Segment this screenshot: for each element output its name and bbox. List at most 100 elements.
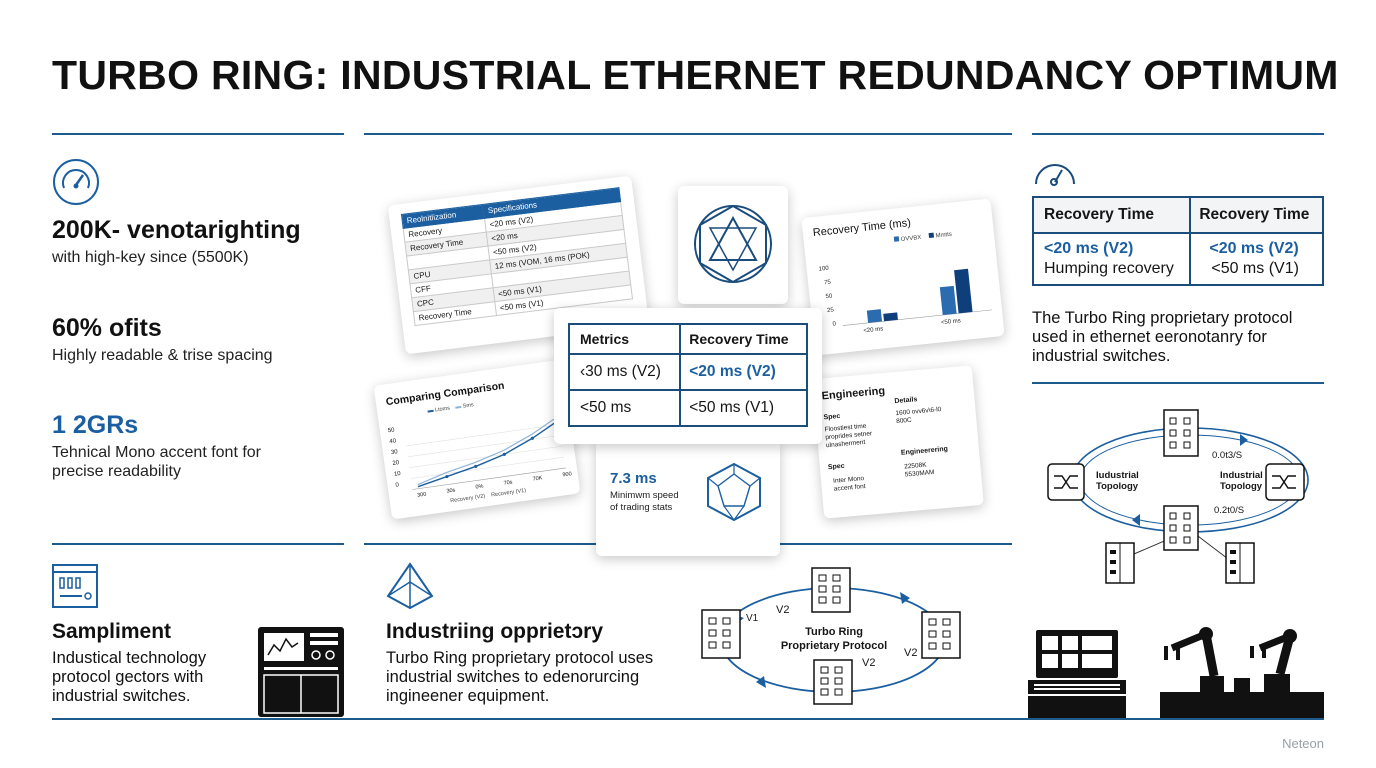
x-tick: <50 ms <box>940 318 962 327</box>
y-tick: 75 <box>823 279 832 287</box>
y-tick: 50 <box>825 293 833 301</box>
x-tick: 70s <box>503 479 513 487</box>
eng-subhead: Engineerering <box>900 445 949 457</box>
stat-headline: 60% ofits <box>52 314 162 342</box>
stat-subtext: Highly readable & trise spacing <box>52 347 273 364</box>
x-tick: 900 <box>562 471 573 479</box>
protocol-description: The Turbo Ring proprietary protocol used… <box>1032 309 1292 366</box>
bar-<20 ms-Mmtts <box>883 312 898 322</box>
metrics-header: Metrics <box>567 323 682 355</box>
switch-icon <box>811 567 851 613</box>
ring-label: V2 <box>862 657 876 669</box>
y-tick: 0 <box>395 482 400 489</box>
stat-label: Minimwm speed <box>610 490 679 501</box>
legend-label: Sms <box>462 402 475 410</box>
y-tick: 10 <box>393 470 402 478</box>
robotic-arms-icon <box>1160 627 1324 718</box>
y-tick: 25 <box>826 307 835 315</box>
topology-label: Industrial <box>1220 470 1263 481</box>
ring-label: V1 <box>746 613 759 624</box>
topology-label: Iudustrial <box>1096 470 1139 481</box>
section-line: ingineener equipment. <box>386 687 550 705</box>
spec-label: Spec <box>823 412 841 422</box>
polyhedron-icon <box>707 462 761 522</box>
x-tick: 300 <box>416 491 427 499</box>
section-line: Industical technology <box>52 649 207 667</box>
engineering-title: Engineering <box>821 384 886 403</box>
speed-label: 0.2t0/S <box>1214 505 1245 516</box>
stat-headline: 1 2GRs <box>52 411 139 439</box>
x-tick: <20 ms <box>863 326 884 335</box>
y-tick: 0 <box>832 321 837 328</box>
line-chart-title: Comparing Comparison <box>385 379 506 409</box>
prism-icon <box>386 562 434 610</box>
ring-center-label: Proprietary Protocol <box>780 640 888 652</box>
topology-label: Topology <box>1096 481 1139 492</box>
server-icon <box>1225 542 1255 584</box>
metrics-cell: ‹30 ms (V2) <box>567 353 682 391</box>
stat-subtext: with high-key since (5500K) <box>52 249 249 266</box>
recovery-table: Recovery Time Recovery Time <20 ms (V2) … <box>1031 196 1324 286</box>
section-title: Industriing opprietɔry <box>386 620 604 643</box>
control-cabinet-icon <box>258 627 344 717</box>
switch-icon <box>1163 409 1199 457</box>
speedometer-icon <box>53 159 99 205</box>
hexagon-icon <box>694 204 772 284</box>
spec-label: Spec <box>827 462 845 472</box>
dashboard-icon <box>52 564 98 608</box>
ring-center-label: Turbo Ring <box>805 626 863 638</box>
bar-<50 ms-Mmtts <box>954 268 973 314</box>
switch-icon <box>1163 505 1199 551</box>
ring-label: V2 <box>776 604 790 616</box>
section-line: industrial switches to edenorurcing <box>386 668 640 686</box>
metrics-cell: <20 ms (V2) <box>679 353 808 391</box>
metrics-cell: <50 ms <box>567 389 682 427</box>
page-title: TURBO RING: INDUSTRIAL ETHERNET REDUNDAN… <box>52 52 1339 98</box>
divider <box>1032 133 1324 135</box>
spec-table: Reolnitlization Specifications Recovery<… <box>401 187 633 326</box>
hexagon-card <box>678 186 788 304</box>
metrics-table: Metrics Recovery Time ‹30 ms (V2) <20 ms… <box>567 323 808 427</box>
description-line: industrial switches. <box>1032 347 1171 365</box>
footer-brand: Neteon <box>1282 736 1324 751</box>
stat-card: 7.3 ms Minimwm speed of trading stats <box>596 440 780 556</box>
ring-label: V2 <box>904 647 918 659</box>
description-line: The Turbo Ring proprietary protocol <box>1032 309 1293 327</box>
stat-subtext: precise readability <box>52 463 181 480</box>
line-chart-card: Comparing Comparison Ltoms Sms 50 40 30 … <box>373 359 581 520</box>
control-panel-icon <box>1028 630 1126 718</box>
legend-label: OVVBX <box>900 234 922 244</box>
section-line: Turbo Ring proprietary protocol uses <box>386 649 654 667</box>
section-title: Sampliment <box>52 620 172 643</box>
switch-icon <box>921 611 961 659</box>
speed-label: 0.0t3/S <box>1212 450 1243 461</box>
description-line: used in ethernet eeronotanry for <box>1032 328 1267 346</box>
recovery-header: Recovery Time <box>1189 196 1324 234</box>
stat-value: 7.3 ms <box>610 470 657 487</box>
section-line: protocol gectors with <box>52 668 204 686</box>
router-icon <box>1047 463 1085 501</box>
eng-text: 5530MAM <box>904 468 935 479</box>
recovery-cell: <20 ms (V2) <box>1031 232 1192 258</box>
x-tick: 30s <box>446 487 456 495</box>
engineering-card: Engineering Details Spec Floostiest time… <box>812 365 984 519</box>
legend-label: Recovery (V1) <box>490 487 527 499</box>
divider <box>52 543 344 545</box>
x-tick: 70K <box>532 475 543 483</box>
x-tick: 0% <box>475 483 484 491</box>
bar-<50 ms-OVVBX <box>939 285 957 316</box>
metrics-card: Metrics Recovery Time ‹30 ms (V2) <20 ms… <box>554 308 822 444</box>
stat-subtext: Tehnical Mono accent font for <box>52 444 262 461</box>
recovery-cell: <20 ms (V2) <box>1189 232 1324 258</box>
recovery-cell: Humping recovery <box>1031 258 1192 286</box>
metrics-cell: <50 ms (V1) <box>679 389 808 427</box>
divider <box>364 133 1012 135</box>
topology-label: Topology <box>1220 481 1263 492</box>
bar-chart-plot <box>842 268 992 326</box>
router-icon <box>1265 463 1305 501</box>
stat-headline: 200K- venotarighting <box>52 216 301 244</box>
server-icon <box>1105 542 1135 584</box>
bar-chart-card: Recovery Time (ms) OVVBX Mmtts 100 75 50… <box>801 198 1005 356</box>
details-header: Details <box>894 396 918 406</box>
metrics-header: Recovery Time <box>679 323 808 355</box>
